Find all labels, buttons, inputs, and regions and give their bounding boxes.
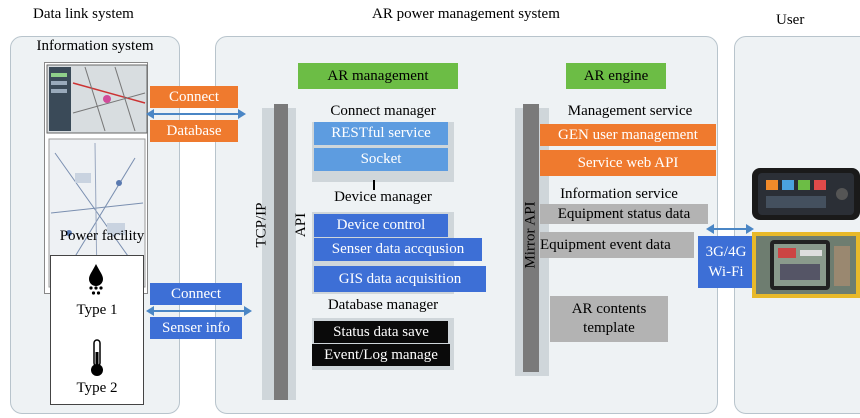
ar-engine-title: AR engine <box>566 63 666 89</box>
status-data-save-box: Status data save <box>314 321 448 343</box>
device-manager-label: Device manager <box>334 189 432 205</box>
power-facility-label: Power facility <box>59 228 145 244</box>
gen-user-management-box: GEN user management <box>540 124 716 146</box>
socket-box: Socket <box>314 148 448 171</box>
ar-contents-template-box: AR contents template <box>550 296 668 342</box>
thermometer-icon <box>87 338 107 378</box>
header-ar-power-management-system: AR power management system <box>372 6 560 22</box>
network-box: 3G/4G Wi-Fi <box>698 236 754 288</box>
service-web-api-box: Service web API <box>540 150 716 176</box>
connect-manager-label: Connect manager <box>330 103 436 119</box>
info-double-arrow-icon <box>146 106 246 122</box>
network-line2: Wi-Fi <box>708 264 744 280</box>
connect-box-facility: Connect <box>150 283 242 305</box>
user-panel <box>734 36 860 414</box>
connect-box-info: Connect <box>150 86 238 108</box>
event-log-box: Event/Log manage <box>312 344 450 366</box>
api-label: API <box>293 212 310 238</box>
equipment-status-data-box: Equipment status data <box>540 204 708 224</box>
ar-management-title: AR management <box>298 63 458 89</box>
device-control-box: Device control <box>314 214 448 237</box>
gis-data-box: GIS data acquisition <box>314 266 486 292</box>
senser-data-box: Senser data accqusion <box>314 238 482 261</box>
water-drop-icon <box>84 262 108 298</box>
information-system-label: Information system <box>36 38 154 54</box>
header-data-link-system: Data link system <box>33 6 134 22</box>
database-manager-label: Database manager <box>327 297 439 313</box>
ar-system-panel <box>215 36 718 414</box>
senser-info-box: Senser info <box>150 317 242 339</box>
header-user: User <box>776 12 805 28</box>
type2-label: Type 2 <box>76 380 118 396</box>
equipment-event-data-box: Equipment event data <box>540 232 694 258</box>
restful-service-box: RESTful service <box>314 122 448 145</box>
manager-connector-line <box>373 180 375 190</box>
information-service-label: Information service <box>560 186 678 202</box>
tcpip-api-bar <box>274 104 288 400</box>
ar-contents-line1: AR contents <box>571 301 647 317</box>
tcpip-label: TCP/IP <box>253 202 270 248</box>
database-box: Database <box>150 120 238 142</box>
facility-double-arrow-icon <box>146 303 252 319</box>
type1-label: Type 1 <box>76 302 118 318</box>
smartphone-image <box>752 168 860 220</box>
ar-contents-line2: template <box>583 320 635 336</box>
network-line1: 3G/4G <box>705 244 747 260</box>
management-service-label: Management service <box>567 103 693 119</box>
mirror-api-bar <box>523 104 539 372</box>
tablet-ar-image <box>752 232 860 298</box>
network-double-arrow-icon <box>706 222 754 236</box>
